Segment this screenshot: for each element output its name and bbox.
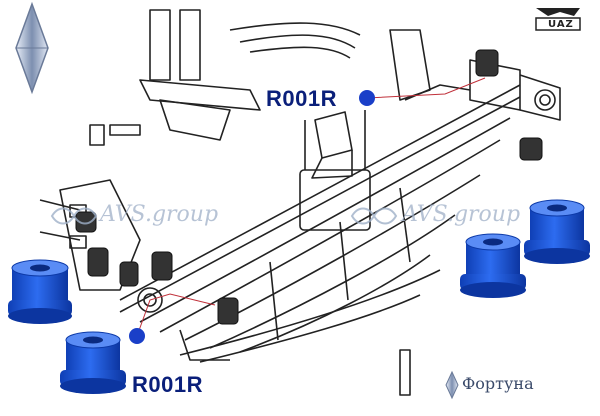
leader-lines xyxy=(136,77,486,337)
uaz-emblem-icon xyxy=(535,8,581,31)
blue-bushing-left-top xyxy=(8,259,72,324)
uaz-badge-text: UAZ xyxy=(548,19,574,30)
blue-bushing-left-bottom xyxy=(60,331,126,394)
marker-dot-bottom xyxy=(129,328,145,344)
blue-bushing-right-bottom xyxy=(460,233,526,298)
watermark-left: AVS.group xyxy=(100,202,219,227)
drawing-bushings xyxy=(75,49,543,325)
marker-dot-top xyxy=(359,90,375,106)
diamond-logo-icon xyxy=(15,1,49,95)
watermark-right: AVS.group xyxy=(402,202,521,227)
brand-text: Фортуна xyxy=(462,374,534,393)
blue-bushing-right-top xyxy=(524,199,590,264)
watermark-infinity-icon-left xyxy=(50,207,98,225)
part-label-bottom: R001R xyxy=(132,372,203,397)
watermark-infinity-icon-right xyxy=(350,207,398,225)
brand-diamond-icon xyxy=(445,370,459,400)
part-label-top: R001R xyxy=(266,86,337,111)
